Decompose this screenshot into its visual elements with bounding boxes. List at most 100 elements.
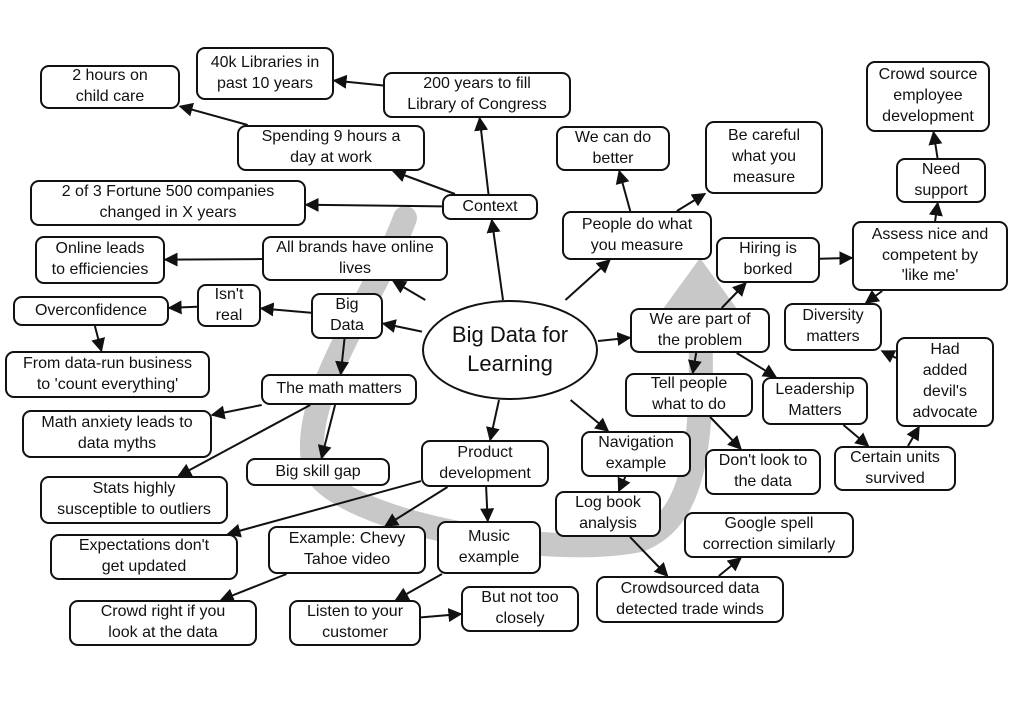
node-not-too-closely-label: But not too closely bbox=[481, 589, 559, 627]
node-dont-look-to-data: Don't look to the data bbox=[705, 449, 821, 495]
node-library-of-congress: 200 years to fill Library of Congress bbox=[383, 72, 571, 118]
node-fortune-500-label: 2 of 3 Fortune 500 companies changed in … bbox=[61, 183, 275, 221]
node-assess-like-me: Assess nice and competent by 'like me' bbox=[852, 221, 1008, 291]
node-library-of-congress-label: 200 years to fill Library of Congress bbox=[407, 75, 547, 113]
node-google-spell-label: Google spell correction similarly bbox=[702, 515, 836, 553]
node-online-leads: Online leads to efficiencies bbox=[35, 236, 165, 284]
arrow-devil-to-diversity bbox=[880, 350, 897, 363]
arrow-partproblem-to-hiring bbox=[720, 281, 747, 309]
arrow-assess-to-needsupport bbox=[928, 201, 943, 222]
arrow-hiring-to-assess bbox=[819, 251, 854, 266]
node-hiring-borked-label: Hiring is borked bbox=[739, 240, 797, 278]
node-can-do-better-label: We can do better bbox=[574, 128, 652, 167]
node-stats-outliers: Stats highly susceptible to outliers bbox=[40, 476, 228, 524]
node-log-book-label: Log book analysis bbox=[575, 494, 641, 532]
arrow-needsupport-to-crowdsource bbox=[928, 130, 943, 159]
arrow-isntreal-to-overconf bbox=[167, 300, 198, 315]
central-topic: Big Data for Learning bbox=[422, 300, 598, 400]
arrow-center-to-partproblem bbox=[597, 332, 632, 346]
arrow-center-to-brands bbox=[391, 280, 426, 301]
arrow-music-to-listen bbox=[394, 573, 443, 601]
node-skill-gap: Big skill gap bbox=[246, 458, 390, 486]
arrow-product-to-expectations bbox=[226, 480, 422, 538]
node-expectations-label: Expectations don't get updated bbox=[78, 537, 210, 575]
node-stats-outliers-label: Stats highly susceptible to outliers bbox=[57, 480, 211, 518]
node-child-care: 2 hours on child care bbox=[40, 65, 180, 109]
arrow-peopledo-to-candobetter bbox=[615, 169, 632, 212]
arrow-bigdata-to-isntreal bbox=[259, 302, 312, 317]
arrow-chevy-to-crowdright bbox=[219, 573, 287, 602]
arrow-center-to-navigation bbox=[569, 399, 610, 432]
arrow-leadership-to-certain bbox=[842, 424, 870, 447]
arrow-mathmatters-to-stats bbox=[177, 404, 311, 477]
arrow-partproblem-to-leadership bbox=[736, 352, 778, 378]
node-trade-winds-label: Crowdsourced data detected trade winds bbox=[616, 579, 764, 618]
arrow-context-to-fortune bbox=[304, 197, 443, 212]
node-can-do-better: We can do better bbox=[556, 126, 670, 171]
node-navigation-example-label: Navigation example bbox=[598, 434, 674, 472]
node-certain-units: Certain units survived bbox=[834, 446, 956, 491]
arrow-context-to-lib200 bbox=[474, 116, 490, 195]
node-trade-winds: Crowdsourced data detected trade winds bbox=[596, 576, 784, 623]
arrow-listen-to-notclosely bbox=[420, 608, 463, 623]
arrow-center-to-bigdata bbox=[381, 319, 423, 333]
node-child-care-label: 2 hours on child care bbox=[72, 67, 148, 105]
node-fortune-500: 2 of 3 Fortune 500 companies changed in … bbox=[30, 180, 306, 226]
node-skill-gap-label: Big skill gap bbox=[275, 462, 361, 480]
node-context: Context bbox=[442, 194, 538, 220]
node-diversity-matters: Diversity matters bbox=[784, 303, 882, 351]
node-9-hours-at-work: Spending 9 hours a day at work bbox=[237, 125, 425, 171]
node-devils-advocate-label: Had added devil's advocate bbox=[912, 341, 978, 421]
node-hiring-borked: Hiring is borked bbox=[716, 237, 820, 283]
node-music-example-label: Music example bbox=[458, 527, 520, 566]
arrow-overconf-to-datarun bbox=[91, 325, 105, 353]
node-data-run-business: From data-run business to 'count everyth… bbox=[5, 351, 210, 398]
node-math-anxiety: Math anxiety leads to data myths bbox=[22, 410, 212, 458]
arrow-peopledo-to-careful bbox=[676, 192, 707, 212]
arrow-product-to-chevy bbox=[384, 486, 449, 527]
arrow-center-to-product bbox=[486, 399, 500, 442]
arrow-brands-to-onlineleads bbox=[163, 252, 263, 267]
arrow-certain-to-devil bbox=[906, 425, 920, 447]
node-people-do-what-you-measure: People do what you measure bbox=[562, 211, 712, 260]
node-devils-advocate: Had added devil's advocate bbox=[896, 337, 994, 427]
node-isnt-real: Isn't real bbox=[197, 284, 261, 327]
node-listen-customer: Listen to your customer bbox=[289, 600, 421, 646]
node-listen-customer-label: Listen to your customer bbox=[306, 603, 404, 641]
node-expectations: Expectations don't get updated bbox=[50, 534, 238, 580]
node-google-spell: Google spell correction similarly bbox=[684, 512, 854, 558]
node-big-data-label: Big Data bbox=[330, 296, 364, 334]
node-leadership-matters: Leadership Matters bbox=[762, 377, 868, 425]
arrow-mathmatters-to-mathanxiety bbox=[210, 404, 262, 420]
node-diversity-matters-label: Diversity matters bbox=[802, 307, 864, 345]
node-need-support-label: Need support bbox=[914, 160, 968, 199]
arrow-spend9-to-childcare bbox=[178, 102, 248, 126]
node-overconfidence: Overconfidence bbox=[13, 296, 169, 326]
node-dont-look-to-data-label: Don't look to the data bbox=[718, 452, 808, 490]
node-navigation-example: Navigation example bbox=[581, 431, 691, 477]
node-product-development-label: Product development bbox=[439, 443, 531, 482]
node-certain-units-label: Certain units survived bbox=[850, 448, 940, 487]
arrow-assess-to-diversity bbox=[864, 289, 883, 304]
node-math-matters-label: The math matters bbox=[276, 380, 402, 398]
node-people-do-what-you-measure-label: People do what you measure bbox=[581, 215, 693, 254]
node-overconfidence-label: Overconfidence bbox=[34, 301, 148, 319]
arrow-partproblem-to-tellpeople bbox=[687, 352, 702, 375]
node-not-too-closely: But not too closely bbox=[461, 586, 579, 632]
node-9-hours-at-work-label: Spending 9 hours a day at work bbox=[261, 128, 401, 166]
node-data-run-business-label: From data-run business to 'count everyth… bbox=[23, 354, 192, 393]
connector-lines bbox=[91, 74, 943, 623]
arrow-bigdata-to-mathmatters bbox=[335, 338, 350, 376]
arrow-center-to-context bbox=[486, 218, 504, 301]
central-topic-label: Big Data for Learning bbox=[451, 322, 569, 376]
node-isnt-real-label: Isn't real bbox=[214, 285, 244, 324]
node-chevy-tahoe-label: Example: Chevy Tahoe video bbox=[288, 530, 406, 568]
node-part-of-problem: We are part of the problem bbox=[630, 308, 770, 353]
node-tell-people: Tell people what to do bbox=[625, 373, 753, 417]
node-tell-people-label: Tell people what to do bbox=[650, 375, 728, 413]
node-be-careful: Be careful what you measure bbox=[705, 121, 823, 194]
node-40k-libraries: 40k Libraries in past 10 years bbox=[196, 47, 334, 100]
node-big-data: Big Data bbox=[311, 293, 383, 339]
arrow-mathmatters-to-skillgap bbox=[317, 404, 337, 460]
node-40k-libraries-label: 40k Libraries in past 10 years bbox=[210, 53, 320, 92]
